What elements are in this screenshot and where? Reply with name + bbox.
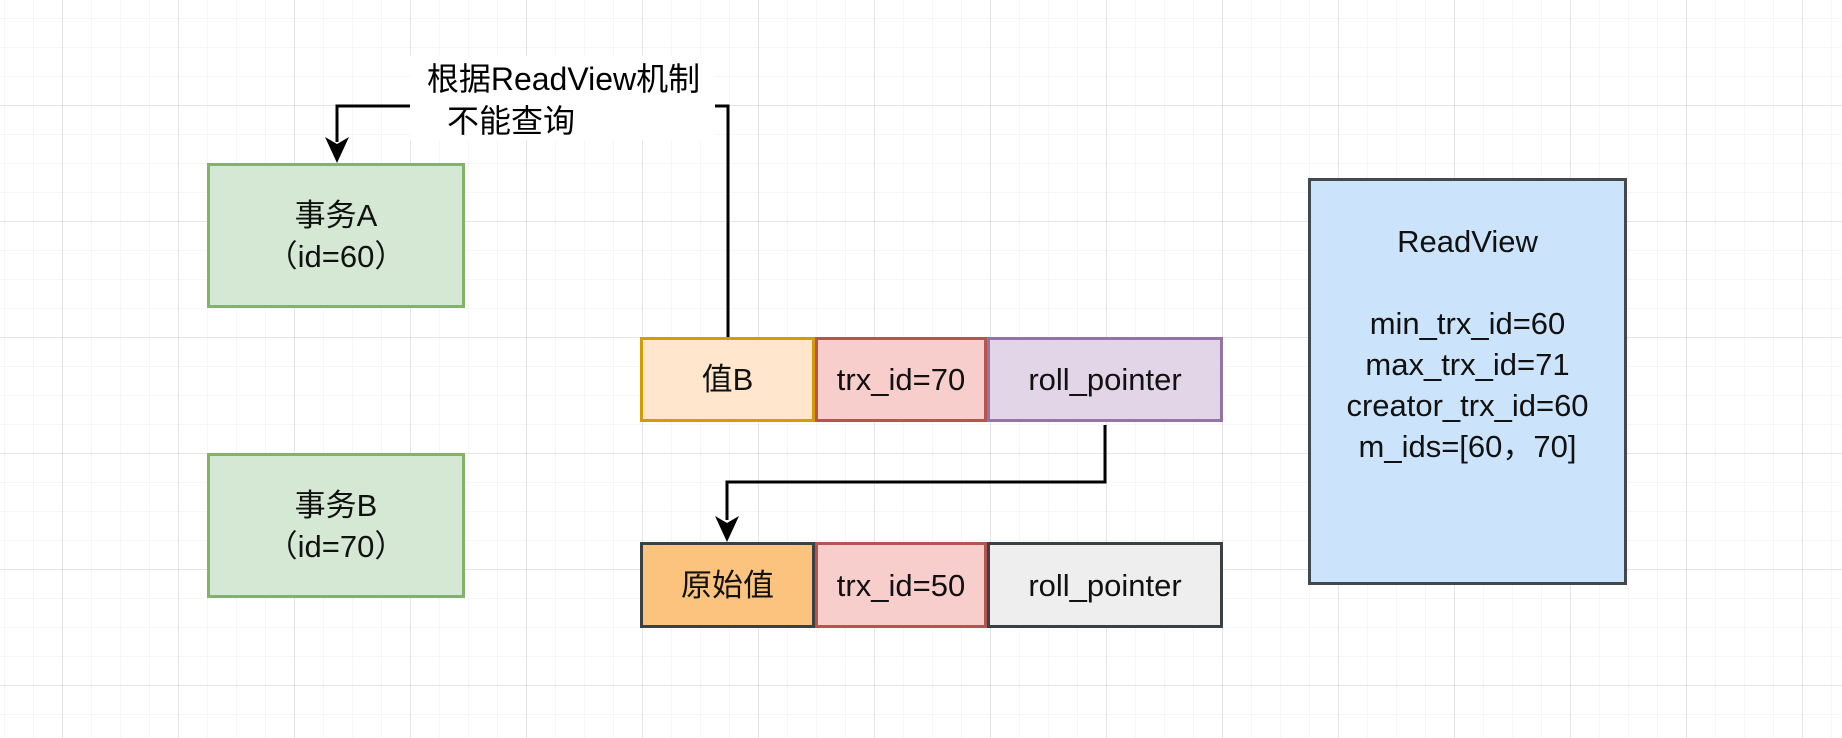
- transaction-b-box: 事务B （id=70）: [207, 453, 465, 598]
- original-row-value-label: 原始值: [681, 567, 774, 603]
- connector-roll-pointer: [725, 425, 1107, 520]
- original-row-trx-id-label: trx_id=50: [836, 567, 966, 603]
- current-row-trx-id-cell: trx_id=70: [815, 337, 987, 422]
- transaction-b-name: 事务B: [294, 487, 378, 523]
- readview-max-trx-id: max_trx_id=71: [1365, 347, 1570, 382]
- annotation-background: [410, 56, 715, 140]
- readview-box: ReadView min_trx_id=60 max_trx_id=71 cre…: [1308, 178, 1627, 585]
- transaction-a-name: 事务A: [294, 197, 378, 233]
- current-row-roll-pointer-label: roll_pointer: [1028, 362, 1182, 397]
- transaction-b-id: （id=70）: [266, 528, 406, 564]
- original-row-roll-pointer-label: roll_pointer: [1028, 567, 1182, 603]
- arrowhead-to-original-row-icon: [715, 516, 739, 542]
- current-row-value-label: 值B: [701, 362, 754, 397]
- original-row-roll-pointer-cell: roll_pointer: [987, 542, 1223, 628]
- arrowhead-to-transaction-a-icon: [325, 137, 349, 163]
- readview-creator-trx-id: creator_trx_id=60: [1346, 388, 1589, 423]
- original-row-value-cell: 原始值: [640, 542, 815, 628]
- current-row-roll-pointer-cell: roll_pointer: [987, 337, 1223, 422]
- transaction-a-id: （id=60）: [266, 238, 406, 274]
- original-row-trx-id-cell: trx_id=50: [815, 542, 987, 628]
- annotation-line-2: 不能查询: [447, 103, 576, 139]
- current-row-value-cell: 值B: [640, 337, 815, 422]
- current-row-trx-id-label: trx_id=70: [836, 362, 966, 397]
- annotation-line-1: 根据ReadView机制: [426, 61, 701, 97]
- readview-min-trx-id: min_trx_id=60: [1369, 306, 1566, 341]
- transaction-a-box: 事务A （id=60）: [207, 163, 465, 308]
- readview-title: ReadView: [1397, 224, 1538, 259]
- readview-m-ids: m_ids=[60，70]: [1358, 429, 1577, 464]
